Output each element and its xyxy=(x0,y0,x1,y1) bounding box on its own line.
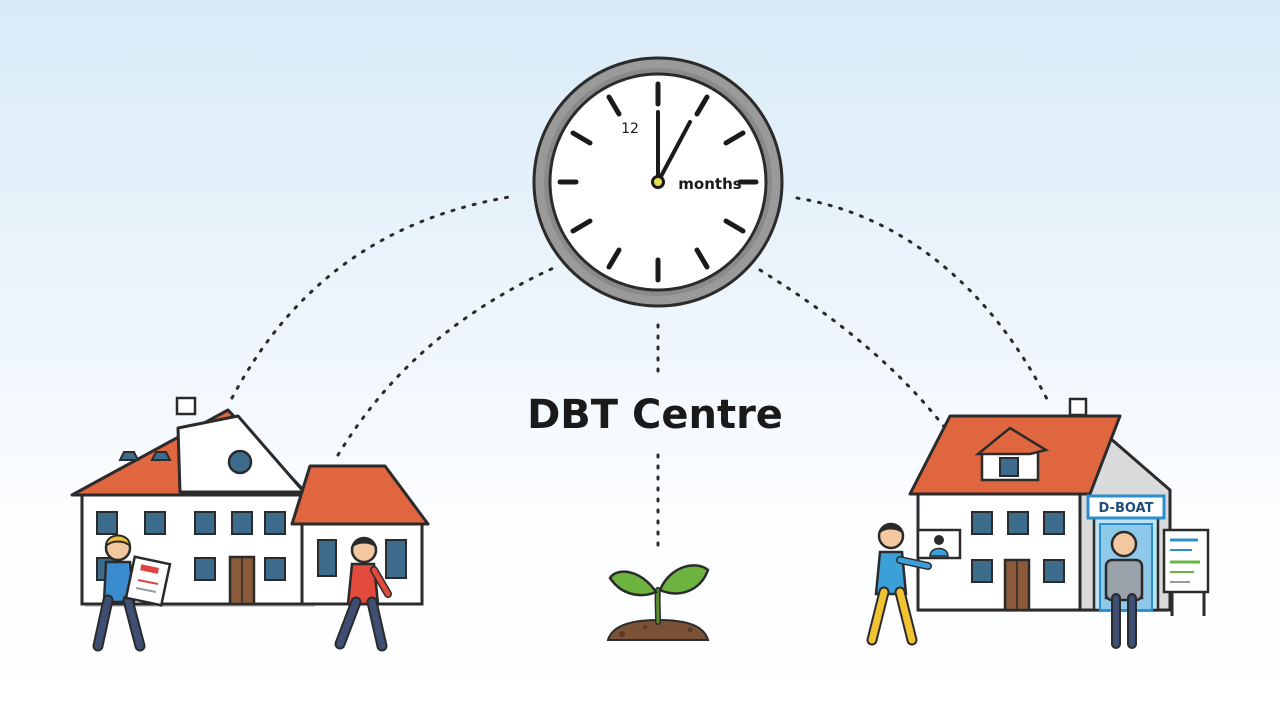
person-icon-right-entrance xyxy=(1104,530,1144,649)
connector-outer-left xyxy=(230,194,517,400)
sprout-left-leaf xyxy=(608,570,658,597)
sprout-icon xyxy=(606,564,710,641)
connector-inner-right xyxy=(758,268,947,430)
clock-icon: 12 months xyxy=(532,56,784,308)
person-icon-left-walking xyxy=(334,536,392,652)
photo-card-icon xyxy=(916,528,962,560)
clock-hour-hand xyxy=(656,120,692,184)
connector-inner-left xyxy=(336,263,562,457)
connector-outer-right xyxy=(795,196,1052,407)
connectors xyxy=(230,194,1052,550)
document-icon xyxy=(124,555,172,607)
clock-unit-label: months xyxy=(678,175,741,193)
entrance-sign: D-BOAT xyxy=(1086,494,1166,520)
person-icon-left-document xyxy=(92,534,172,652)
person-icon-right-holding-card xyxy=(866,522,962,646)
info-board-icon xyxy=(1162,528,1210,616)
sprout-right-leaf xyxy=(658,564,710,595)
entrance-sign-label: D-BOAT xyxy=(1099,501,1154,516)
clock-number-label: 12 xyxy=(621,121,639,137)
clock-ticks xyxy=(557,81,759,283)
diagram-title: DBT Centre xyxy=(527,392,783,438)
